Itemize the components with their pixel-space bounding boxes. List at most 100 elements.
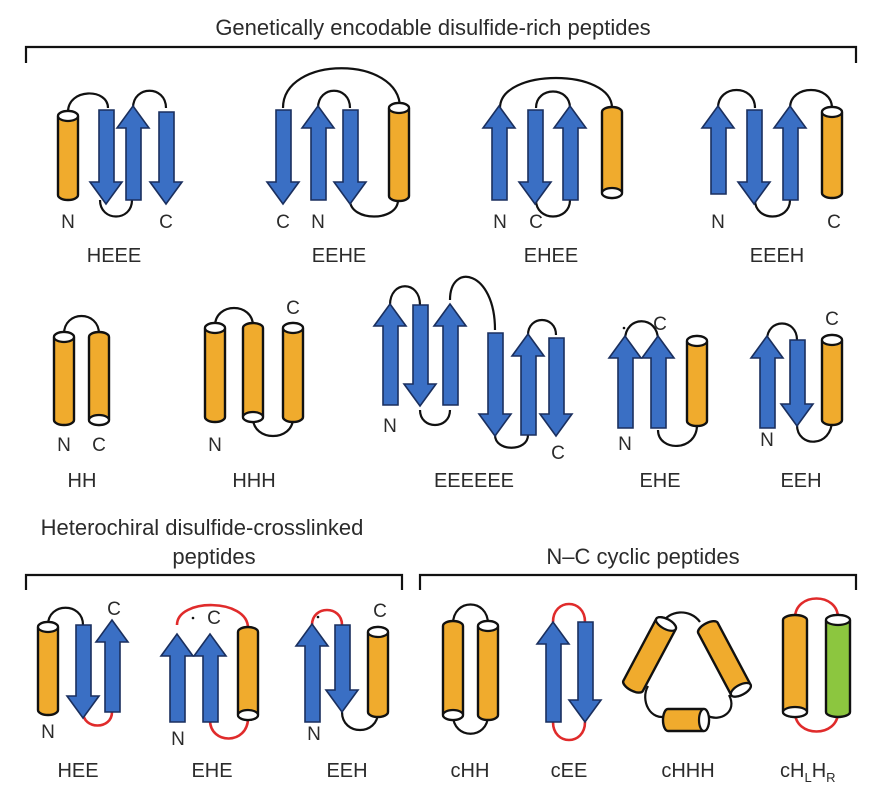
hetero-bracket: [24, 573, 404, 590]
strand-element: [192, 632, 228, 723]
strand-element: [94, 618, 130, 713]
strand-element: [552, 104, 588, 201]
strand-element: [332, 109, 368, 206]
strand-element: [300, 104, 336, 201]
n-terminus-label: N: [57, 435, 71, 456]
c-terminus-label: C: [373, 601, 387, 622]
l-helix-element: [781, 613, 809, 719]
strand-element: [294, 622, 330, 723]
label-eeh-row2: EEH: [780, 470, 821, 492]
strand-element: [65, 624, 101, 720]
c-terminus-label: C: [529, 212, 543, 233]
helix-element: [366, 625, 390, 719]
c-terminus-label: C: [825, 309, 839, 330]
n-terminus-label: N: [61, 212, 75, 233]
helix-element: [661, 707, 711, 733]
topology-chhh: [621, 611, 753, 733]
strand-element: [772, 104, 808, 201]
d-helix-element: [824, 613, 852, 719]
topology-heee: N C: [56, 89, 184, 233]
helix-element: [241, 321, 265, 424]
strand-element: [517, 109, 553, 206]
strand-element: [115, 104, 151, 201]
topology-eehe: C N: [265, 67, 411, 233]
hetero-section-title: Heterochiral disulfide-crosslinked: [41, 515, 364, 540]
c-terminus-label: C: [653, 314, 667, 335]
cyclic-section-title: N–C cyclic peptides: [546, 544, 739, 569]
topology-ehe-hetero: C N: [159, 603, 260, 750]
label-hhh: HHH: [232, 470, 275, 492]
n-terminus-label: N: [760, 430, 774, 451]
topology-hhh: N C: [203, 298, 305, 456]
strand-element: [779, 339, 815, 428]
n-terminus-label: N: [307, 724, 321, 745]
helix-element: [52, 330, 76, 427]
strand-element: [640, 334, 676, 429]
strand-element: [402, 304, 438, 408]
c-terminus-label: C: [276, 212, 290, 233]
n-terminus-label: N: [711, 212, 725, 233]
label-eeh-hetero: EEH: [326, 760, 367, 782]
strand-element: [432, 302, 468, 406]
label-hee-hetero: HEE: [57, 760, 98, 782]
genetic-bracket: [24, 45, 858, 63]
helix-element: [600, 105, 624, 200]
topology-hh: N C: [52, 314, 111, 456]
helix-element: [476, 619, 500, 722]
strand-element: [159, 632, 195, 723]
strand-element: [607, 334, 643, 429]
c-terminus-label: C: [107, 599, 121, 620]
helix-element: [820, 333, 844, 427]
strand-element: [481, 104, 517, 201]
topology-hee-hetero: C N: [36, 599, 130, 743]
n-terminus-label: N: [618, 434, 632, 455]
strand-element: [510, 332, 546, 436]
label-hh: HH: [68, 470, 97, 492]
n-terminus-label: N: [311, 212, 325, 233]
c-terminus-label: C: [286, 298, 300, 319]
n-terminus-label: N: [41, 722, 55, 743]
c-terminus-label: C: [92, 435, 106, 456]
strand-element: [372, 302, 408, 406]
strand-element: [88, 109, 124, 206]
strand-element: [538, 337, 574, 438]
topology-ehee: N C: [481, 76, 624, 233]
strand-element: [477, 332, 513, 438]
label-chlhr: cHLHR: [780, 760, 836, 785]
c-terminus-label: C: [159, 212, 173, 233]
helix-element: [441, 619, 465, 722]
helix-element: [56, 109, 80, 202]
c-terminus-label: C: [207, 608, 221, 629]
strand-element: [535, 620, 571, 723]
n-terminus-label: N: [171, 729, 185, 750]
helix-element: [281, 321, 305, 424]
n-terminus-label: N: [493, 212, 507, 233]
strand-element: [749, 334, 785, 429]
strand-element: [148, 111, 184, 206]
helix-element: [87, 330, 111, 427]
helix-element: [203, 321, 227, 424]
strand-element: [324, 624, 360, 714]
label-chh: cHH: [451, 760, 490, 782]
hetero-section-title-line2: peptides: [172, 544, 255, 569]
c-terminus-label: C: [827, 212, 841, 233]
topology-chlhr: [781, 597, 852, 733]
helix-element: [36, 620, 60, 717]
helix-element: [820, 105, 844, 200]
topology-cee: [535, 602, 603, 742]
label-ehee: EHEE: [524, 245, 578, 267]
label-eehe: EEHE: [312, 245, 366, 267]
topology-eeh-row2: C N: [749, 309, 844, 451]
helix-element: [685, 334, 709, 428]
label-heee: HEEE: [87, 245, 141, 267]
topology-chh: [441, 603, 500, 735]
strand-element: [700, 104, 736, 195]
helix-element: [387, 101, 411, 203]
label-chhh: cHHH: [661, 760, 714, 782]
helix-element: [696, 620, 753, 698]
label-eeeeee: EEEEEE: [434, 470, 514, 492]
helix-element: [236, 625, 260, 722]
label-eeeh: EEEH: [750, 245, 804, 267]
cyclic-bracket: [418, 573, 858, 590]
